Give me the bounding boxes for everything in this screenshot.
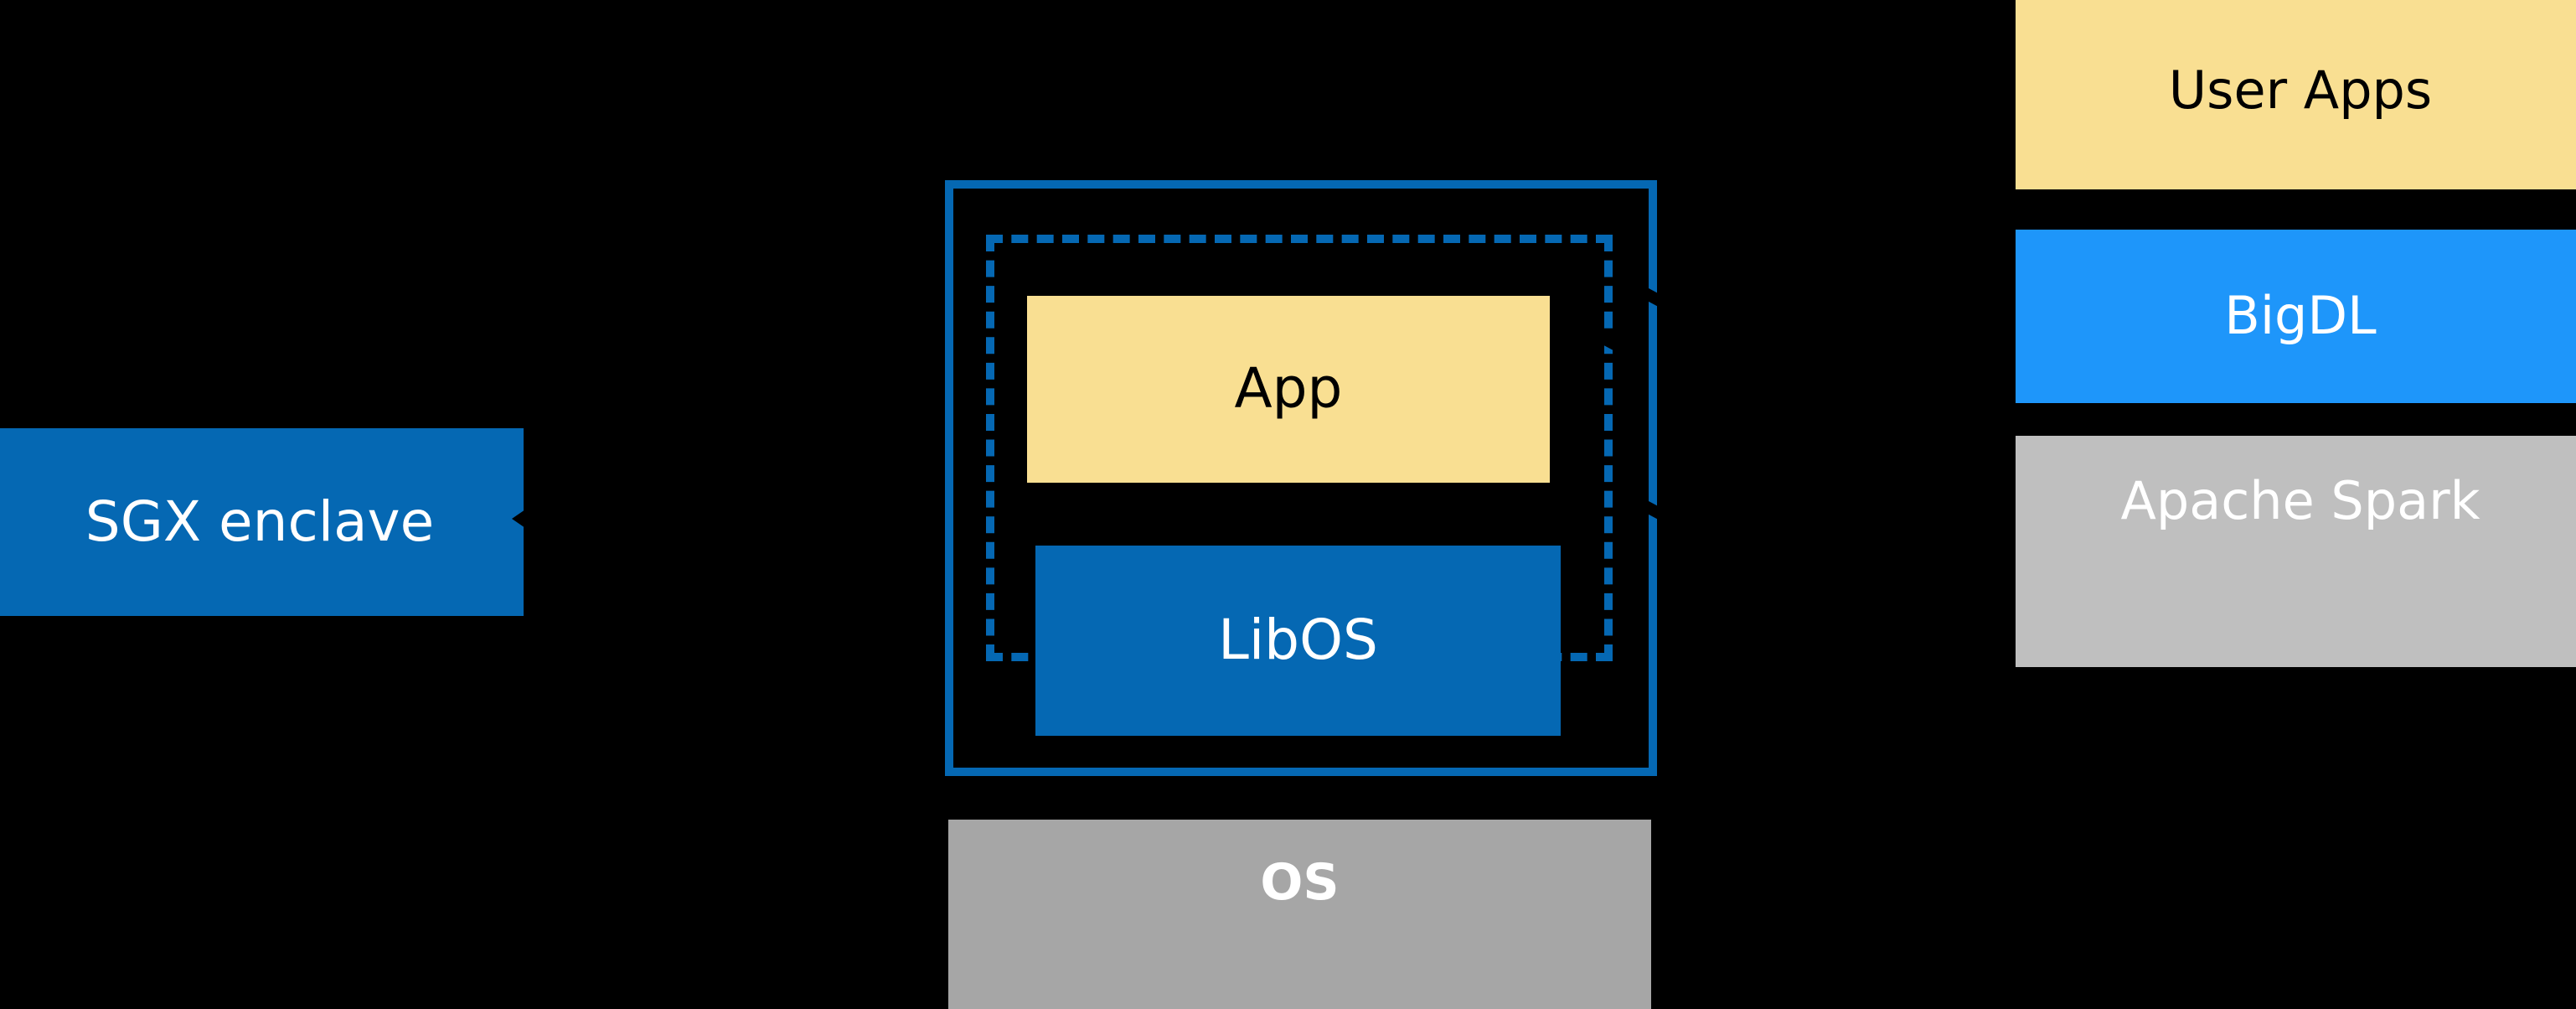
arrow-left-icon-to-app — [1540, 190, 1553, 209]
os-label: OS — [1260, 853, 1340, 912]
sgx-enclave-box: SGX enclave — [0, 428, 524, 616]
user-apps-box: User Apps — [2016, 0, 2576, 189]
apache-spark-box: Apache Spark — [2016, 436, 2576, 667]
app-label: App — [1234, 356, 1343, 422]
app-box: App — [1027, 296, 1550, 483]
os-box: OS — [948, 820, 1651, 1009]
sgx-enclave-boundary-frame — [945, 180, 1657, 776]
arrow-left-icon-to-sgx — [512, 510, 525, 528]
bigdl-label: BigDL — [2224, 285, 2377, 347]
user-apps-label: User Apps — [2168, 59, 2433, 121]
sgx-enclave-label: SGX enclave — [85, 489, 435, 554]
libos-label: LibOS — [1218, 608, 1378, 673]
apache-spark-label: Apache Spark — [2120, 470, 2480, 531]
bigdl-box: BigDL — [2016, 230, 2576, 403]
libos-box: LibOS — [1035, 546, 1561, 736]
